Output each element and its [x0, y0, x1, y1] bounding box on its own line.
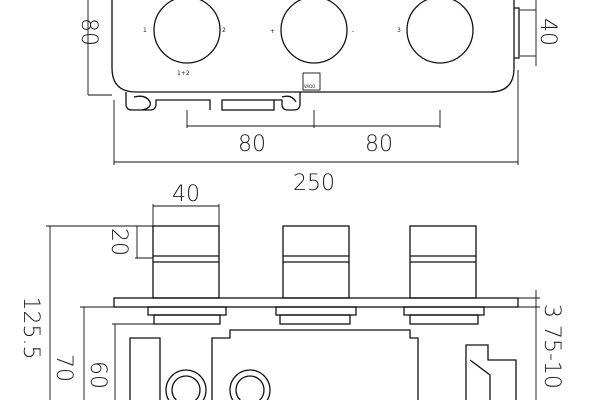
- connector-right-arc: [281, 95, 297, 103]
- valve-body: [129, 329, 517, 400]
- right-edge-bracket: [514, 7, 520, 59]
- dim-adjust-range: 3 75-10: [539, 304, 564, 389]
- dim-handle-40: 40: [172, 182, 200, 207]
- knob1-label-left: 1: [143, 27, 147, 34]
- connector-mid: [221, 99, 275, 111]
- knob3-label-left: 3: [397, 27, 401, 34]
- side-view: 40 20: [18, 182, 564, 400]
- dim-depth-70: 70: [51, 354, 76, 382]
- handle-1: [152, 225, 220, 299]
- connector-left-arc: [133, 95, 151, 111]
- handle-2: [282, 225, 350, 299]
- dim-overall-125-5: 125.5: [18, 297, 43, 360]
- dim-depth-60: 60: [85, 361, 110, 389]
- dim-overall-250: 250: [293, 171, 335, 196]
- knob2-label-right: -: [352, 28, 354, 35]
- dim-handle-20: 20: [106, 228, 131, 256]
- faceplate-outline: [111, 0, 515, 93]
- dim-height-80: 80: [76, 18, 101, 46]
- knob-1: [153, 0, 221, 64]
- top-view: 1 2 1+2 + - 3 VADO 80 40 80 80: [76, 0, 560, 196]
- connector-right: [274, 92, 301, 111]
- connector-left: [125, 92, 211, 111]
- knob2-label-left: +: [270, 28, 275, 35]
- dim-knob-40: 40: [535, 18, 560, 46]
- dim-spacing-80-left: 80: [238, 132, 266, 157]
- handle-3: [409, 225, 477, 299]
- knob1-label-bottom: 1+2: [177, 70, 190, 77]
- knob-2: [280, 0, 348, 64]
- logo-box: [302, 72, 321, 91]
- logo: VADO: [304, 84, 315, 89]
- sleeves: [147, 306, 485, 325]
- dim-spacing-80-right: 80: [365, 132, 393, 157]
- knob1-label-right: 2: [222, 27, 226, 34]
- knob-3: [406, 0, 474, 64]
- side-faceplate: [113, 297, 519, 308]
